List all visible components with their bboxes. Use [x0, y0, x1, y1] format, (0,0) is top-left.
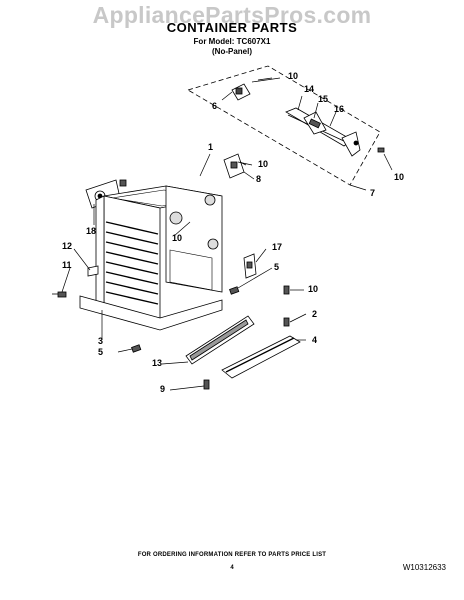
part-5-screw-a [229, 286, 240, 295]
ordering-note: FOR ORDERING INFORMATION REFER TO PARTS … [137, 552, 327, 558]
callout-8: 8 [256, 174, 262, 184]
part-14-15-16-latch [285, 107, 361, 157]
callout-10-right: 10 [394, 172, 405, 182]
callout-4: 4 [312, 335, 318, 345]
callout-12: 12 [62, 241, 73, 251]
part-13-trim [185, 315, 255, 365]
callout-5-right: 5 [274, 262, 280, 272]
callout-3: 3 [98, 336, 104, 346]
screw-top-right [377, 147, 385, 153]
callout-15: 15 [318, 94, 329, 104]
leader-lines [61, 77, 393, 391]
part-4-handle [221, 335, 301, 379]
callout-10-mid: 10 [308, 284, 319, 294]
part-10-screw-mid [283, 285, 290, 295]
part-8-bracket [223, 153, 245, 179]
page-number: 4 [230, 565, 234, 571]
subassembly-frame [187, 65, 381, 186]
callout-6: 6 [212, 101, 218, 111]
callout-10-top: 10 [288, 71, 299, 81]
callout-16: 16 [334, 104, 345, 114]
model-line: For Model: TC607X1 [193, 37, 271, 46]
callout-13: 13 [152, 358, 163, 368]
part-3-container-body [79, 185, 223, 331]
callout-7: 7 [370, 188, 376, 198]
variant-line: (No-Panel) [212, 47, 252, 56]
callout-2: 2 [312, 309, 318, 319]
page-title: CONTAINER PARTS [166, 20, 298, 35]
callout-9: 9 [160, 384, 166, 394]
part-9-screw [203, 379, 210, 390]
callout-11: 11 [62, 260, 72, 270]
part-12-clip [87, 265, 99, 277]
part-11-screw [52, 291, 67, 298]
callout-18: 18 [86, 226, 97, 236]
callout-10-inner: 10 [172, 233, 183, 243]
callout-1: 1 [208, 142, 214, 152]
part-5-screw-b [131, 344, 142, 353]
part-6-bracket [231, 83, 251, 101]
part-2-screw [283, 317, 290, 327]
callout-5-left: 5 [98, 347, 104, 357]
document-id: W10312633 [402, 563, 446, 572]
callout-17: 17 [272, 242, 283, 252]
callout-14: 14 [304, 84, 315, 94]
callout-10-back: 10 [258, 159, 269, 169]
part-17-hinge [243, 253, 257, 279]
